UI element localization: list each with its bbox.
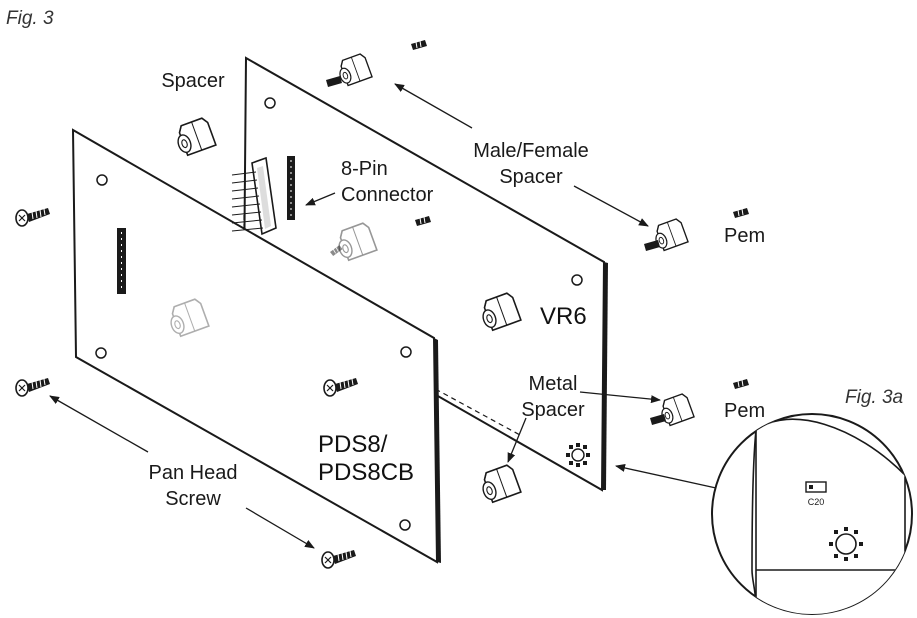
pan-head-arrow-up xyxy=(49,395,149,453)
male-female-label-line2: Spacer xyxy=(499,166,563,188)
pem-right-bottom xyxy=(732,378,750,390)
pan-head-screw xyxy=(321,549,357,569)
pds8-mount-hole xyxy=(96,174,108,186)
c20-capacitor xyxy=(805,481,827,493)
spacer-top-left xyxy=(171,116,217,158)
pds8-mount-hole xyxy=(400,346,412,358)
metal-spacer-label-line1: Metal xyxy=(529,373,578,395)
vr6-board-edge xyxy=(602,262,608,490)
pan-head-label-line2: Screw xyxy=(165,488,221,510)
metal-spacer-label-line2: Spacer xyxy=(521,399,585,421)
pan-head-label-line1: Pan Head xyxy=(149,462,238,484)
pds-label-line2: PDS8CB xyxy=(318,459,414,486)
male-female-label-line1: Male/Female xyxy=(473,140,589,162)
pan-head-screw xyxy=(15,377,51,397)
pan-head-screw xyxy=(15,207,51,227)
vr6-mount-hole xyxy=(571,274,583,286)
spacer-thread xyxy=(326,76,342,87)
metal-spacer-arrow-down xyxy=(507,417,527,463)
pem-right-top xyxy=(732,207,750,219)
pem-top xyxy=(410,39,428,51)
pds8-board-edge xyxy=(434,338,441,563)
vr6-test-point xyxy=(566,443,590,467)
pds8-mount-hole xyxy=(95,347,107,359)
pds8-pin-header xyxy=(117,228,126,294)
vr6-label: VR6 xyxy=(540,303,587,330)
connector-label-line2: Connector xyxy=(341,184,434,206)
connector-arrow xyxy=(305,192,336,206)
spacer-label: Spacer xyxy=(161,70,225,92)
pds8-mount-hole xyxy=(399,519,411,531)
pem-label-top: Pem xyxy=(724,225,765,247)
vr6-pin-header xyxy=(287,156,295,220)
metal-spacer-arrow-right xyxy=(579,391,661,404)
male-female-arrow-down xyxy=(573,185,649,227)
inset-figure-label: Fig. 3a xyxy=(845,387,903,408)
inset-test-point xyxy=(829,527,863,561)
figure-label: Fig. 3 xyxy=(6,8,54,29)
inset-detail: C20 xyxy=(711,413,913,615)
male-female-arrow-up xyxy=(394,83,473,129)
connector-label-line1: 8-Pin xyxy=(341,158,388,180)
c20-label: C20 xyxy=(808,497,825,507)
spacer-thread xyxy=(650,414,666,425)
pds-label-line1: PDS8/ xyxy=(318,431,388,458)
spacer-thread xyxy=(644,240,660,251)
inset-arrow xyxy=(615,464,717,489)
metal-spacer xyxy=(476,463,522,505)
pan-head-arrow-down xyxy=(245,507,315,549)
pem-label-bottom: Pem xyxy=(724,400,765,422)
vr6-mount-hole xyxy=(264,97,276,109)
8-pin-connector xyxy=(231,156,277,236)
